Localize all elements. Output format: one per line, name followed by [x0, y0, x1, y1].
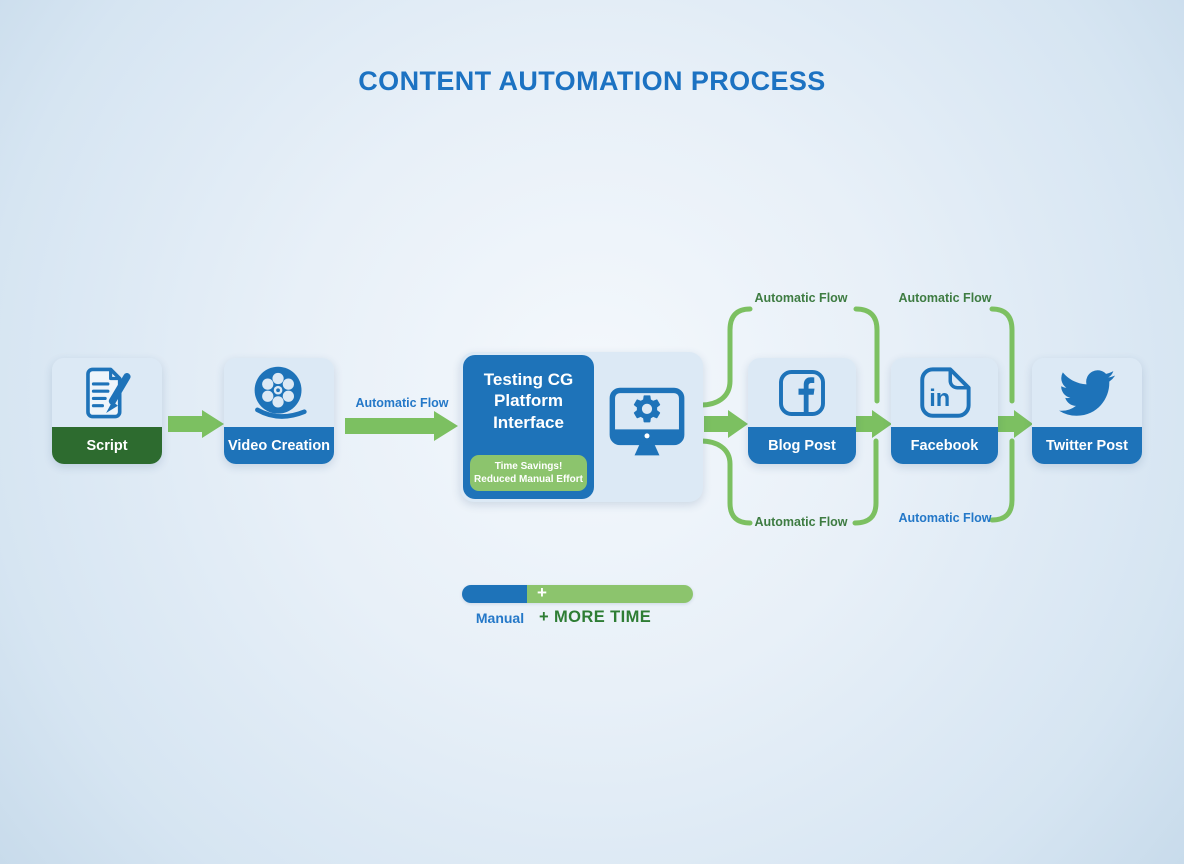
node-platform: Testing CG Platform Interface Time Savin… — [460, 352, 703, 502]
bypass-curve-bottom-left-end — [852, 438, 879, 526]
bypass-curve-top-left-end — [853, 306, 880, 404]
arrow-icon-blog-facebook — [856, 410, 892, 438]
automatic-flow-label-bottom-right: Automatic Flow — [898, 511, 992, 525]
arrow-icon-platform-blog — [704, 410, 748, 438]
platform-benefit-line1: Time Savings! — [494, 461, 563, 472]
plus-icon: + — [537, 583, 547, 602]
node-facebook-icon-area: in — [891, 358, 998, 427]
platform-benefit-badge: Time Savings! Reduced Manual Effort — [470, 455, 587, 491]
more-time-label: + MORE TIME — [539, 608, 652, 626]
monitor-gear-icon — [609, 387, 685, 456]
node-twitter-post-label: Twitter Post — [1032, 427, 1142, 464]
node-video-creation-label: Video Creation — [224, 427, 334, 464]
arrow-icon-script-video — [168, 410, 224, 438]
facebook-icon — [779, 369, 825, 416]
arrow-icon-video-platform — [345, 411, 458, 441]
node-script-icon-area — [52, 358, 162, 427]
gear-icon — [633, 395, 661, 423]
node-facebook-label: Facebook — [891, 427, 998, 464]
node-blog-icon-area — [748, 358, 856, 427]
node-blog-post: Blog Post — [748, 358, 856, 464]
node-video-creation: Video Creation — [224, 358, 334, 464]
platform-benefit-line2: Reduced Manual Effort — [474, 474, 583, 485]
automatic-flow-label-mid: Automatic Flow — [355, 396, 449, 410]
node-script: Script — [52, 358, 162, 464]
automatic-flow-label-bottom-left: Automatic Flow — [754, 515, 848, 529]
node-video-icon-area — [224, 358, 334, 427]
linkedin-icon: in — [919, 366, 971, 418]
manual-time-segment — [462, 585, 527, 603]
node-facebook: in Facebook — [891, 358, 998, 464]
bypass-curve-bottom-left-start — [698, 438, 753, 526]
platform-title-panel: Testing CG Platform Interface Time Savin… — [463, 355, 594, 499]
bypass-curve-top-left-start — [698, 306, 753, 408]
node-twitter-icon-area — [1032, 358, 1142, 427]
platform-title: Testing CG Platform Interface — [483, 370, 574, 432]
manual-label: Manual — [475, 610, 525, 626]
node-script-label: Script — [52, 427, 162, 464]
arrow-icon-facebook-twitter — [998, 410, 1033, 438]
document-pen-icon — [86, 367, 131, 418]
automatic-flow-label-top-left: Automatic Flow — [754, 291, 848, 305]
automatic-flow-label-top-right: Automatic Flow — [898, 291, 992, 305]
more-time-segment — [527, 585, 693, 603]
time-comparison-bar — [462, 585, 693, 603]
svg-text:in: in — [929, 386, 950, 412]
node-twitter-post: Twitter Post — [1032, 358, 1142, 464]
film-reel-icon — [254, 366, 307, 419]
twitter-bird-icon — [1059, 369, 1115, 416]
page-title: CONTENT AUTOMATION PROCESS — [358, 66, 826, 96]
node-blog-post-label: Blog Post — [748, 427, 856, 464]
